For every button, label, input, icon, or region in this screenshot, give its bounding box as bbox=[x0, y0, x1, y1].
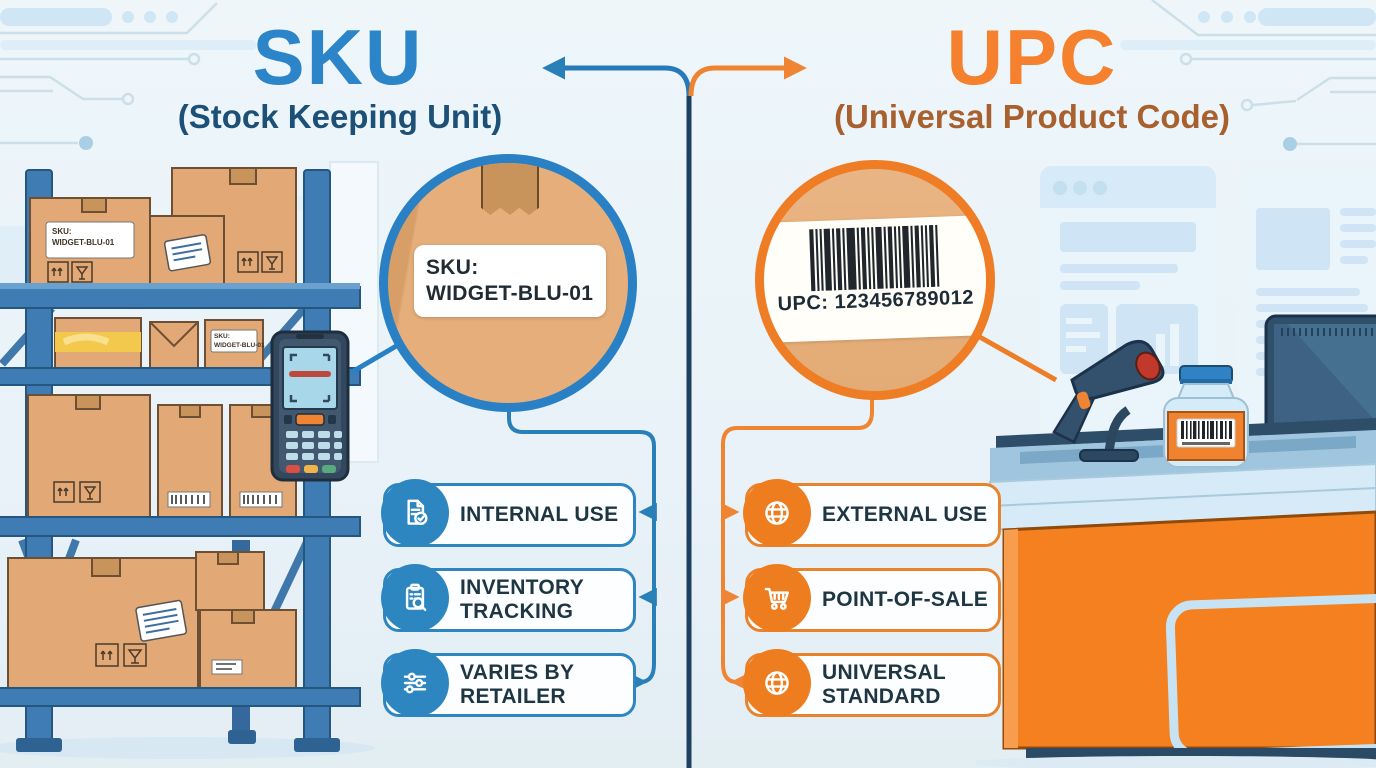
feature-label: UNIVERSAL STANDARD bbox=[822, 661, 946, 708]
upc-magnifier-circle: UPC: 123456789012 bbox=[755, 160, 995, 400]
feature-label: EXTERNAL USE bbox=[822, 503, 988, 527]
counter-front bbox=[1002, 510, 1376, 750]
clipboard-search-icon bbox=[381, 564, 449, 632]
feature-pill-inventory-tracking: INVENTORY TRACKING bbox=[381, 564, 636, 632]
sku-box-label: SKU: WIDGET-BLU-01 bbox=[414, 245, 606, 317]
cardboard-boxes-bottom bbox=[7, 551, 297, 689]
box-label-text: WIDGET-BLU-01 bbox=[214, 342, 265, 349]
box-label-text: WIDGET-BLU-01 bbox=[52, 238, 115, 247]
circuit-traces-right bbox=[1120, 0, 1376, 151]
globe-icon bbox=[743, 479, 811, 547]
globe-icon bbox=[743, 649, 811, 717]
feature-label: POINT-OF-SALE bbox=[822, 588, 989, 612]
sku-label-line1: SKU: bbox=[426, 256, 479, 279]
box-label-text: SKU: bbox=[52, 227, 72, 236]
sku-magnifier-circle: SKU: WIDGET-BLU-01 bbox=[379, 154, 637, 412]
product-bottle-illustration bbox=[1163, 365, 1249, 468]
monitor-illustration bbox=[1264, 314, 1376, 495]
cart-icon bbox=[743, 564, 811, 632]
warehouse-shelf-illustration: SKU: WIDGET-BLU-01 SKU: WIDGET-BLU-01 bbox=[0, 161, 379, 759]
feature-pill-universal-standard: UNIVERSAL STANDARD bbox=[743, 649, 1001, 717]
feature-label: INTERNAL USE bbox=[460, 503, 619, 527]
barcode-icon bbox=[809, 224, 940, 292]
feature-label: INVENTORY TRACKING bbox=[460, 576, 584, 623]
box-label-text: SKU: bbox=[214, 333, 230, 340]
circuit-traces-left bbox=[0, 2, 257, 150]
packing-tape bbox=[481, 163, 539, 215]
sku-subtitle: (Stock Keeping Unit) bbox=[177, 98, 503, 135]
document-check-icon bbox=[381, 479, 449, 547]
feature-pill-internal-use: INTERNAL USE bbox=[381, 479, 636, 547]
upc-barcode-label: UPC: 123456789012 bbox=[764, 214, 986, 344]
feature-label: VARIES BY RETAILER bbox=[460, 661, 574, 708]
barcode-scanner-gun-illustration bbox=[1052, 339, 1165, 462]
sliders-icon bbox=[381, 649, 449, 717]
cardboard-boxes-third bbox=[27, 394, 297, 518]
feature-pill-varies-by-retailer: VARIES BY RETAILER bbox=[381, 649, 636, 717]
upc-subtitle: (Universal Product Code) bbox=[833, 98, 1231, 135]
sku-label-line2: WIDGET-BLU-01 bbox=[426, 282, 594, 305]
pos-counter-illustration bbox=[976, 166, 1376, 768]
upc-title: UPC bbox=[946, 13, 1118, 101]
handheld-scanner-illustration bbox=[270, 330, 350, 482]
sku-title: SKU bbox=[252, 13, 424, 101]
cardboard-boxes-middle: SKU: WIDGET-BLU-01 bbox=[54, 317, 265, 369]
feature-pill-point-of-sale: POINT-OF-SALE bbox=[743, 564, 1001, 632]
feature-pill-external-use: EXTERNAL USE bbox=[743, 479, 1001, 547]
cardboard-boxes-top: SKU: WIDGET-BLU-01 bbox=[29, 167, 297, 289]
